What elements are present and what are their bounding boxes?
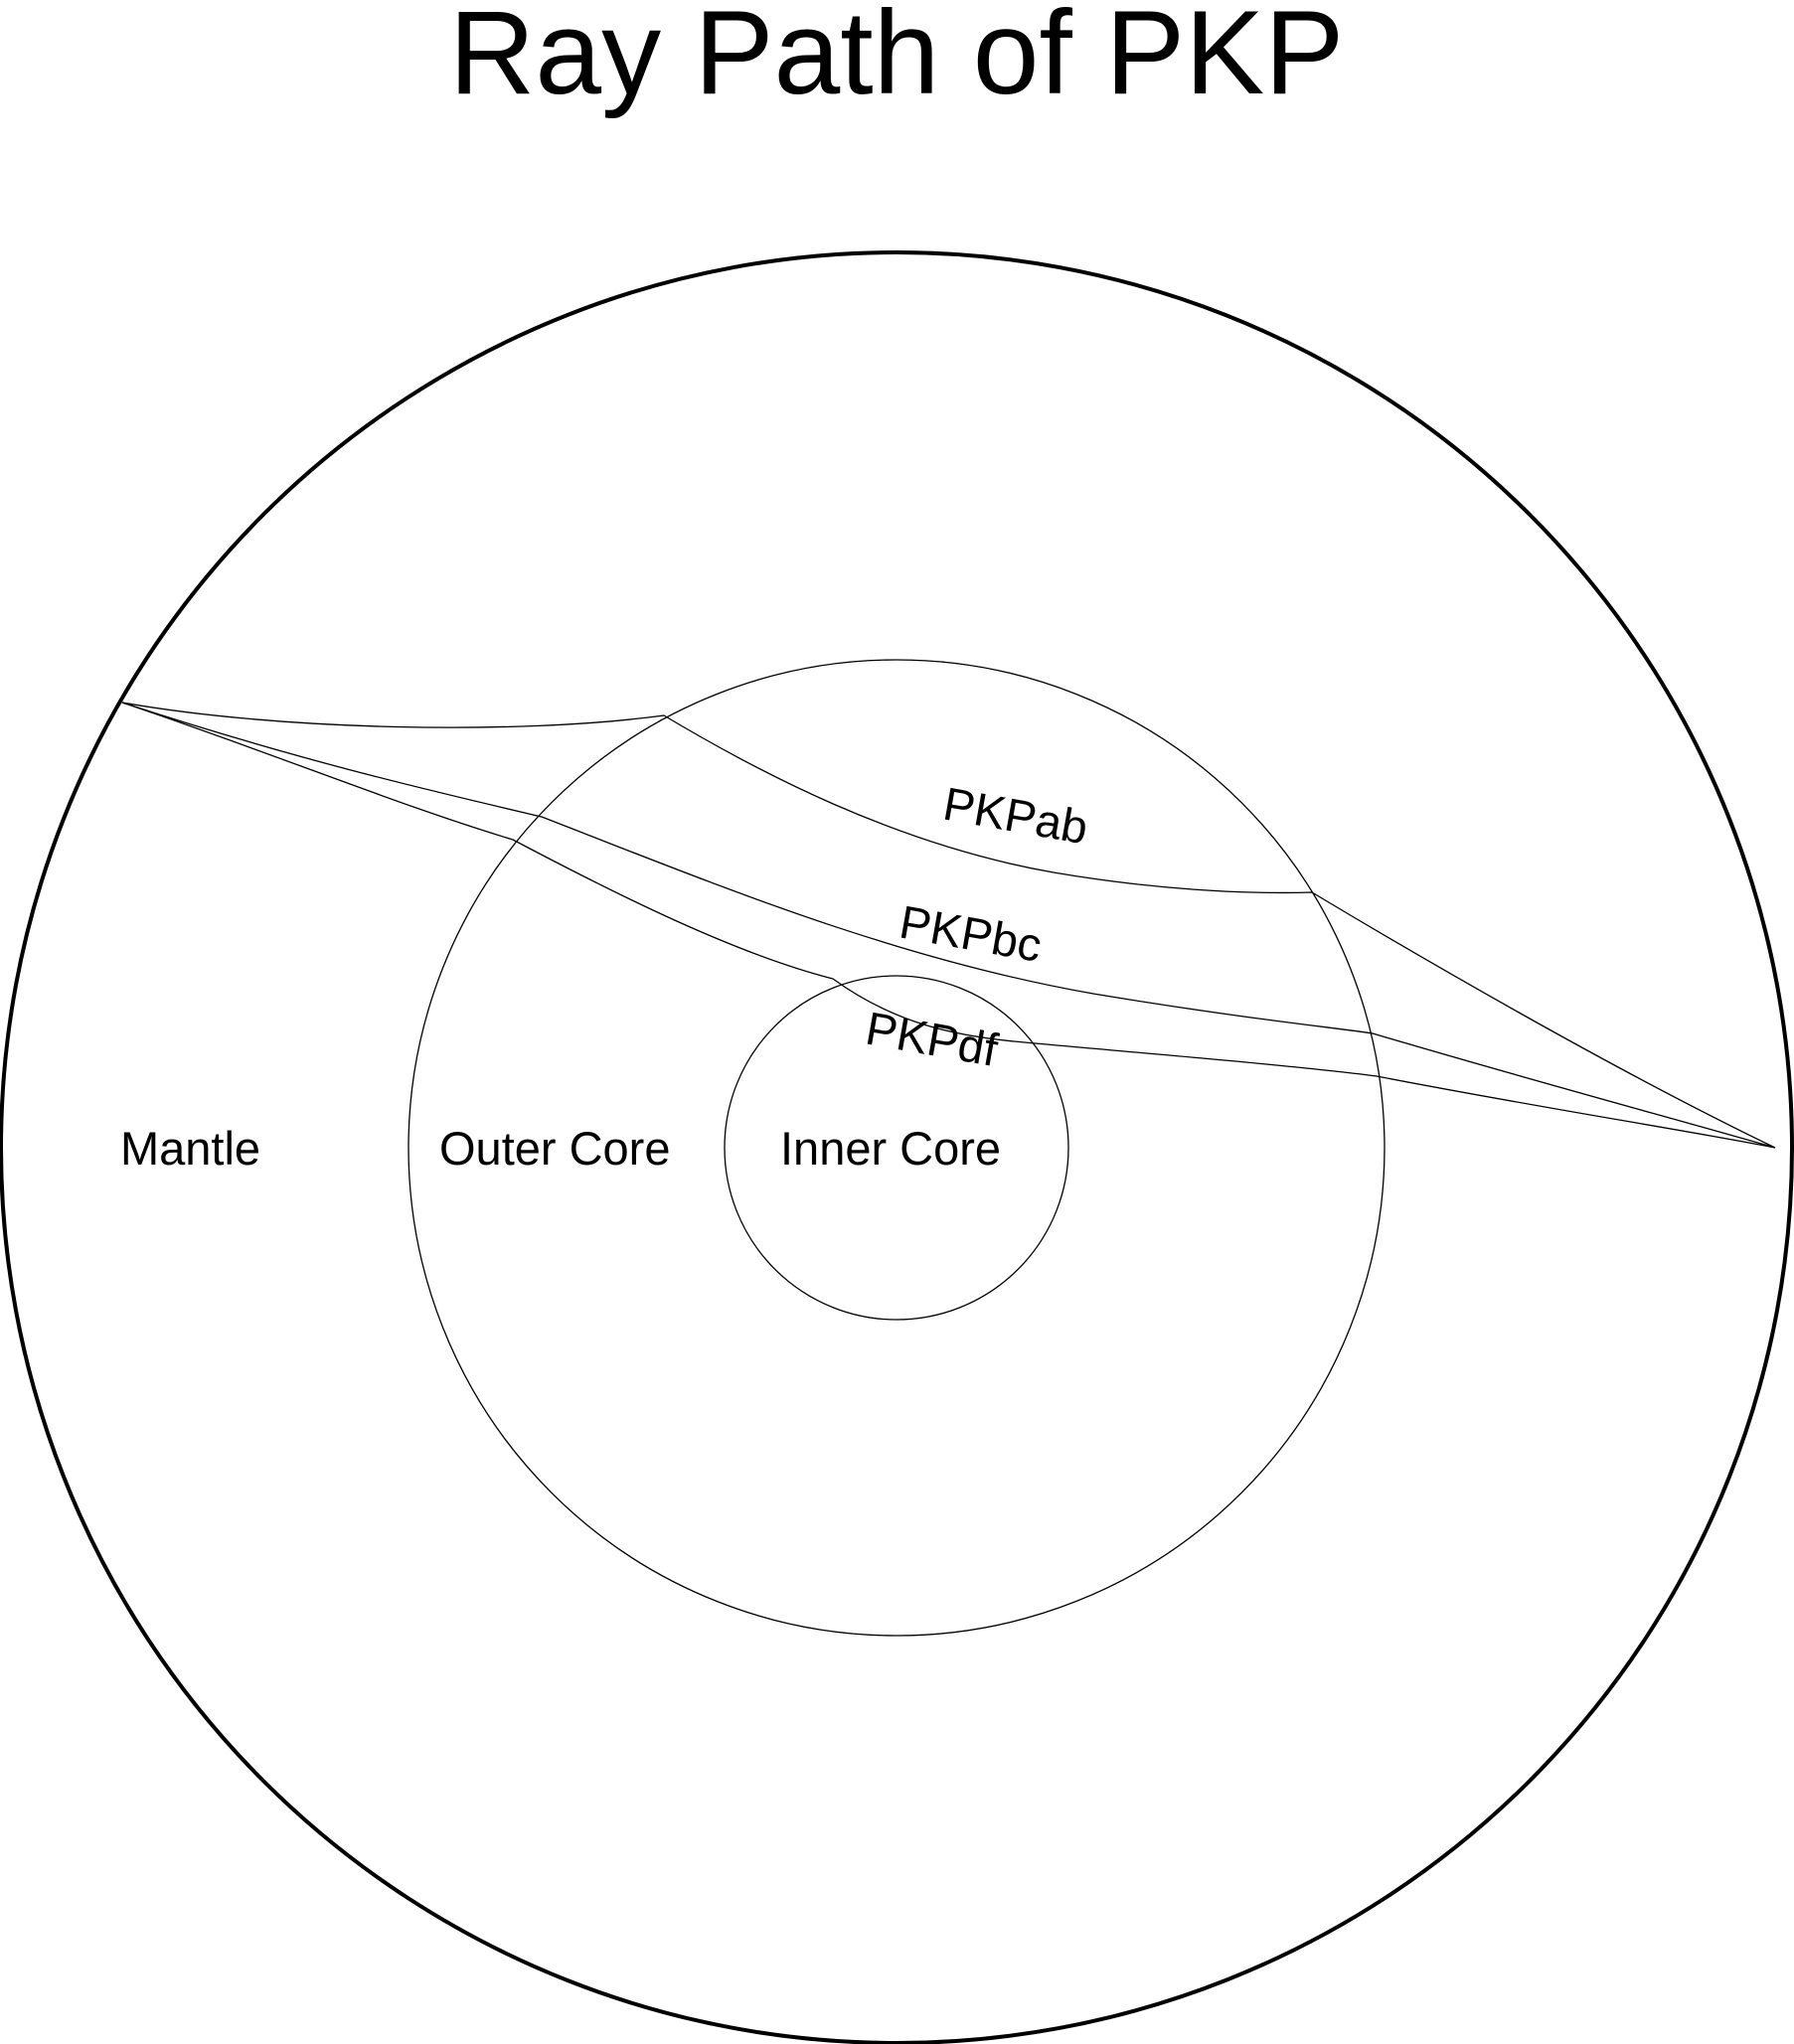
pkpdf-ray-label: PKPdf (862, 1002, 1002, 1076)
pkpbc-ray-path (121, 702, 1776, 1149)
diagram-title: Ray Path of PKP (449, 0, 1344, 119)
pkpab-ray-path (121, 702, 1776, 1149)
inner-core-label: Inner Core (780, 1122, 1001, 1175)
pkpdf-ray-path (121, 702, 1776, 1149)
inner-core-boundary-circle (724, 975, 1069, 1321)
core-mantle-boundary-circle (408, 659, 1386, 1637)
outer-core-label: Outer Core (439, 1122, 670, 1175)
pkpbc-ray-label: PKPbc (896, 895, 1046, 972)
mantle-label: Mantle (120, 1122, 260, 1175)
pkpab-ray-label: PKPab (939, 777, 1091, 855)
earth-surface-circle (0, 250, 1794, 2044)
